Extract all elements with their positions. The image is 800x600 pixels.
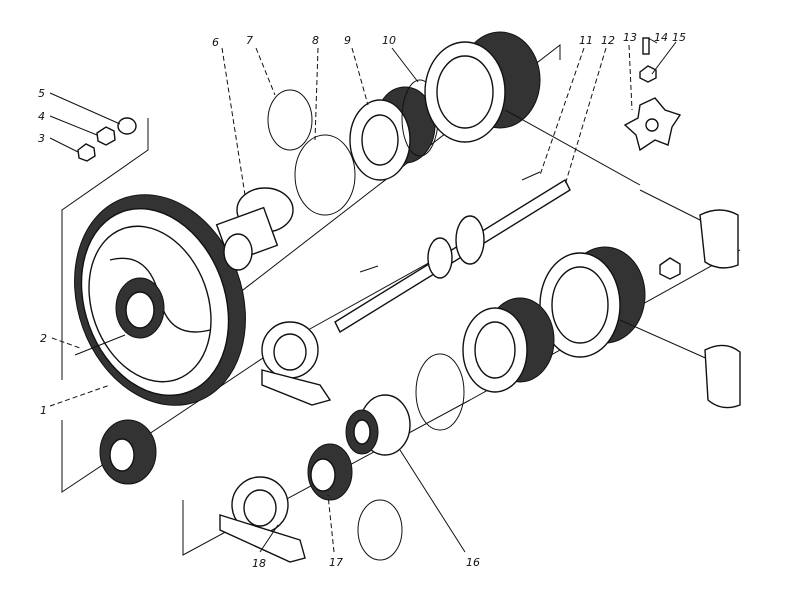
- part-label-6: 6: [212, 36, 219, 49]
- part-label-16: 16: [466, 556, 480, 569]
- star-wheel-part-13: [623, 97, 682, 152]
- part-label-2: 2: [40, 332, 47, 345]
- circlip-part-8: [294, 134, 356, 216]
- housing-lower: [539, 246, 741, 409]
- hub-part-16: [345, 394, 411, 456]
- leader-lines: [49, 37, 677, 553]
- nut-part-15: [639, 65, 657, 83]
- part-label-8: 8: [312, 34, 319, 47]
- hub-part-6: [215, 187, 294, 271]
- bearing-part-17: [307, 443, 353, 501]
- part-label-7: 7: [246, 34, 253, 47]
- part-label-11: 11: [579, 34, 593, 47]
- part-label-1: 1: [40, 404, 47, 417]
- part-label-15: 15: [672, 31, 686, 44]
- circlip-part-7: [267, 89, 313, 151]
- bearing-bottom-left: [99, 419, 157, 485]
- bearing-lower: [462, 297, 555, 393]
- housing-upper: [424, 31, 739, 269]
- part-label-14: 14: [654, 31, 668, 44]
- part-label-17: 17: [329, 556, 343, 569]
- part-label-3: 3: [38, 132, 45, 145]
- pulley-part-1: [74, 194, 246, 406]
- part-label-5: 5: [38, 87, 45, 100]
- part-label-4: 4: [38, 110, 45, 123]
- circlip-bottom: [357, 499, 403, 561]
- bolt-part-14: [642, 37, 650, 55]
- pillow-block-part-18: [219, 476, 306, 563]
- part-label-10: 10: [382, 34, 396, 47]
- shaft: [334, 171, 571, 333]
- pillow-block-center: [261, 321, 332, 406]
- part-label-9: 9: [344, 34, 351, 47]
- nuts-parts-3-5: [77, 117, 137, 162]
- part-label-12: 12: [601, 34, 615, 47]
- bearing-part-9: [349, 86, 436, 181]
- part-label-18: 18: [252, 557, 266, 570]
- part-label-13: 13: [623, 31, 637, 44]
- circlip-lower: [415, 353, 465, 431]
